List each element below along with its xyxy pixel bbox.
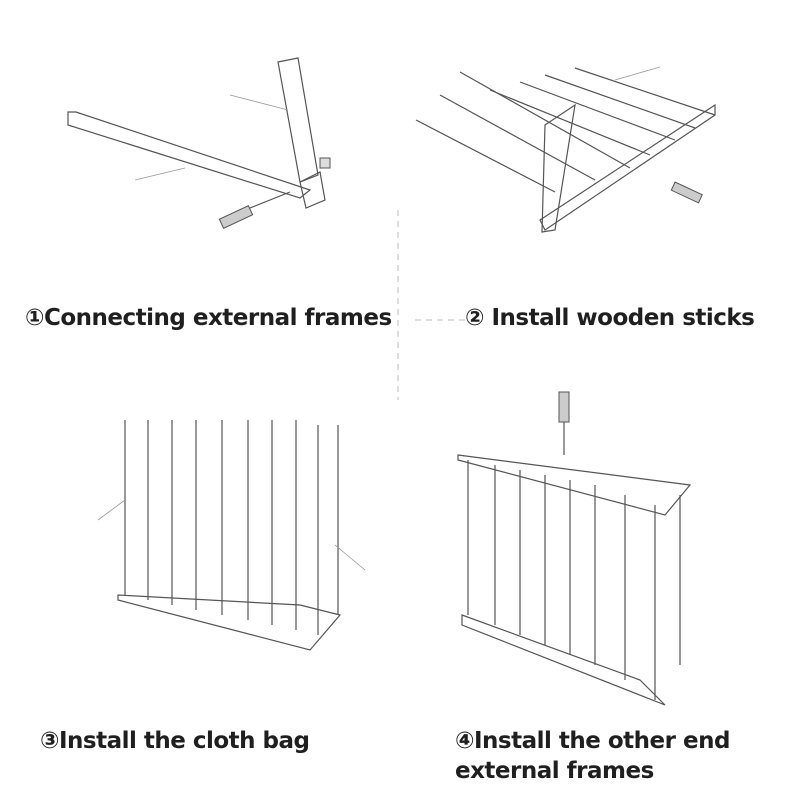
step3-caption: ③Install the cloth bag bbox=[40, 728, 310, 754]
step4-caption: ④Install the other end bbox=[455, 728, 730, 754]
step4-drawing bbox=[457, 391, 692, 706]
step3-drawing bbox=[97, 420, 366, 651]
step1-caption: ①Connecting external frames bbox=[25, 305, 392, 331]
step1-drawing bbox=[67, 57, 331, 229]
step2-caption: ② Install wooden sticks bbox=[465, 305, 755, 331]
step2-drawing bbox=[415, 66, 716, 233]
step4-caption-line2: external frames bbox=[455, 758, 654, 784]
